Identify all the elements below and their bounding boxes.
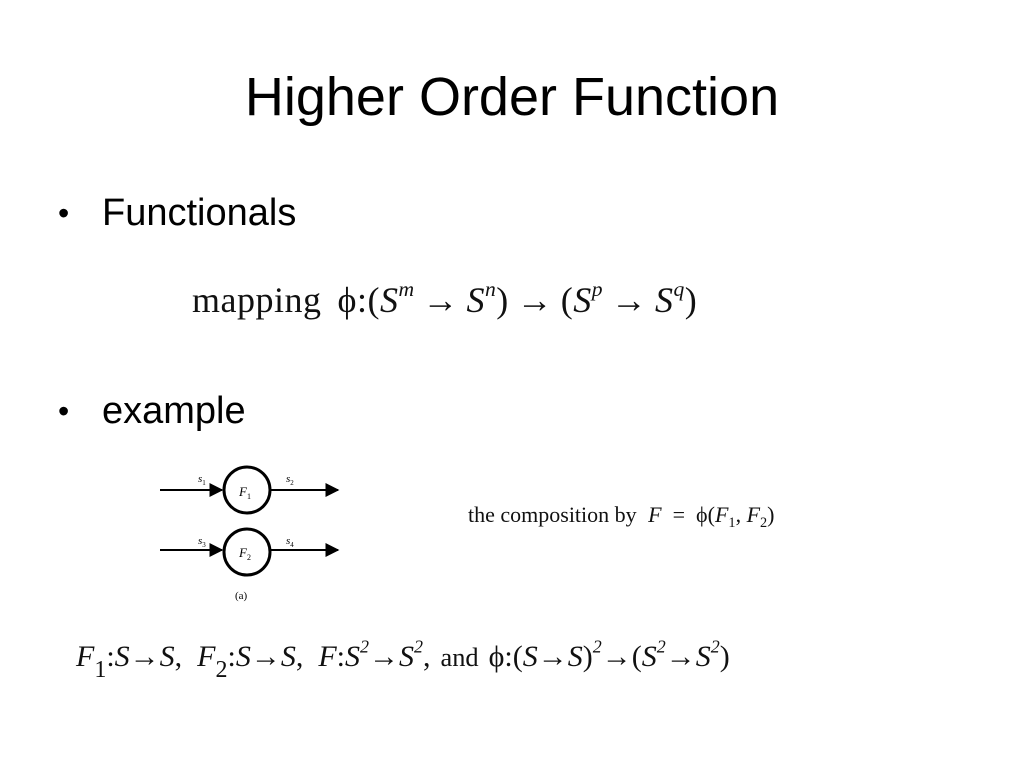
label-s1: s1	[198, 473, 206, 487]
phi-symbol: ϕ	[696, 502, 708, 527]
and-word: and	[440, 642, 479, 672]
label-s4: s4	[286, 535, 294, 549]
node-F2-label: F2	[238, 545, 251, 562]
bullet-dot: •	[58, 393, 70, 429]
label-s3: s3	[198, 535, 206, 549]
mapping-word: mapping	[192, 280, 322, 320]
composition-formula: the composition by F = ϕ(F1, F2)	[468, 502, 775, 531]
function-block-diagram: F1 s1 s2 F2 s3 s4 (a)	[160, 465, 340, 602]
phi-symbol: ϕ	[488, 640, 505, 673]
node-F1	[222, 465, 272, 515]
bullet-dot: •	[58, 195, 70, 231]
bullet-example: • example	[58, 389, 246, 433]
node-F1-label: F1	[238, 484, 251, 501]
diagram-caption: (a)	[235, 590, 248, 602]
label-s2: s2	[286, 473, 294, 487]
phi-symbol: ϕ	[337, 280, 357, 320]
bullet-text: example	[102, 390, 246, 432]
bullet-text: Functionals	[102, 192, 297, 234]
slide-title: Higher Order Function	[244, 67, 780, 127]
node-F2	[222, 527, 272, 577]
bullet-functionals: • Functionals	[58, 191, 296, 235]
composition-text: the composition by	[468, 502, 637, 527]
